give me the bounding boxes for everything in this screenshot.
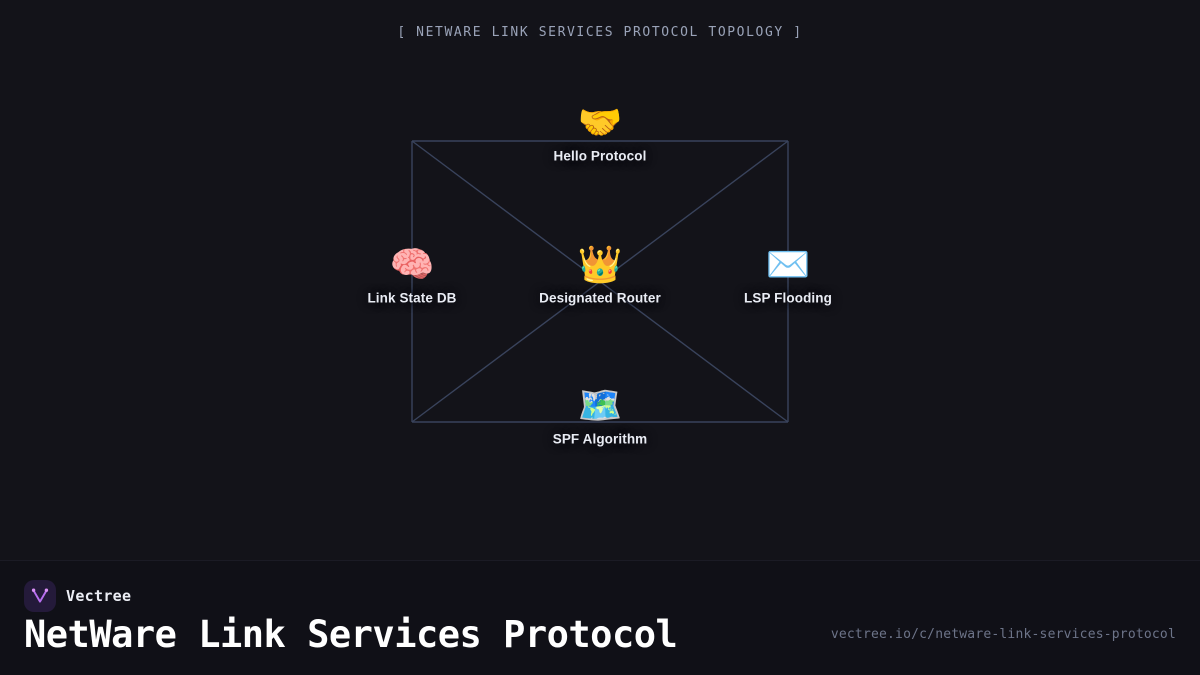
node-label: SPF Algorithm: [552, 431, 648, 447]
handshake-icon: 🤝: [577, 102, 623, 144]
node-designated-router[interactable]: 👑 Designated Router: [505, 245, 695, 306]
page-title: NetWare Link Services Protocol: [24, 613, 678, 656]
node-label: Link State DB: [367, 290, 457, 306]
topology-canvas: [ NETWARE LINK SERVICES PROTOCOL TOPOLOG…: [317, 25, 883, 447]
node-label: Designated Router: [539, 290, 661, 306]
node-label: LSP Flooding: [744, 290, 832, 306]
topology-title: [ NETWARE LINK SERVICES PROTOCOL TOPOLOG…: [397, 25, 803, 40]
topology-edges: [411, 140, 789, 423]
brain-icon: 🧠: [389, 244, 435, 286]
crown-icon: 👑: [577, 244, 623, 286]
node-lsp-flooding[interactable]: ✉️ LSP Flooding: [693, 245, 883, 306]
vectree-v-logo-icon: [24, 580, 56, 612]
page-footer: Vectree NetWare Link Services Protocol v…: [0, 560, 1200, 675]
node-spf-algorithm[interactable]: 🗺️ SPF Algorithm: [505, 386, 695, 447]
node-hello-protocol[interactable]: 🤝 Hello Protocol: [505, 103, 695, 164]
footer-url: vectree.io/c/netware-link-services-proto…: [830, 627, 1176, 642]
node-label: Hello Protocol: [553, 148, 647, 164]
envelope-icon: ✉️: [765, 244, 811, 286]
brand-row[interactable]: Vectree: [24, 580, 131, 612]
node-link-state-db[interactable]: 🧠 Link State DB: [317, 245, 507, 306]
world-map-icon: 🗺️: [577, 385, 623, 427]
edge-diagonal-trbl: [411, 140, 789, 423]
brand-name: Vectree: [66, 587, 132, 605]
